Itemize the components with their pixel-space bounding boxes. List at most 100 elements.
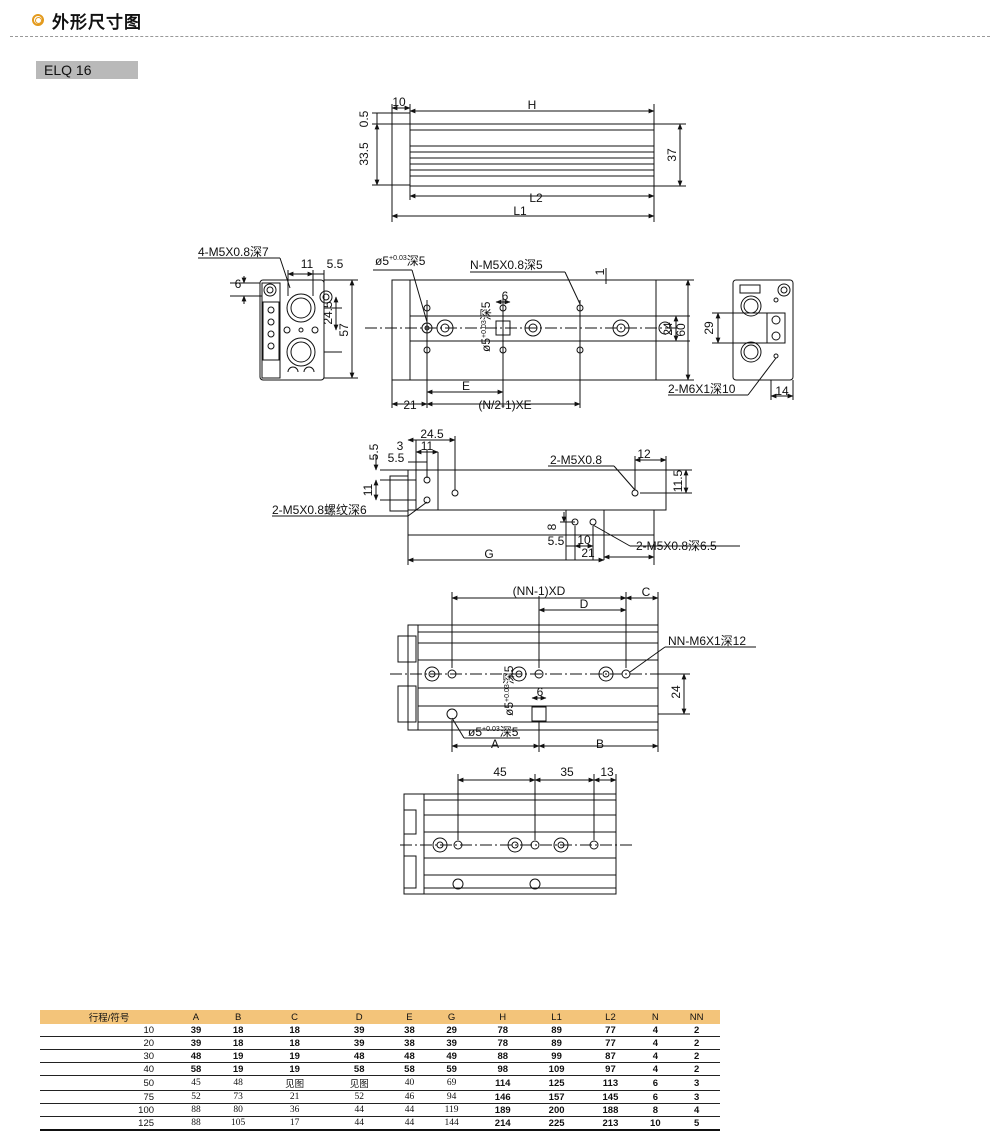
callout-label: 2-M5X0.8	[550, 453, 602, 467]
dotted-divider	[10, 36, 990, 37]
table-cell: 40	[40, 1062, 179, 1076]
table-cell: 4	[673, 1103, 720, 1117]
table-cell: 50	[40, 1075, 179, 1091]
dim-label: 10	[577, 533, 591, 547]
model-tag: ELQ 16	[36, 61, 138, 79]
table-cell: 146	[475, 1090, 530, 1104]
callout-label: ø5+0.03深5	[468, 725, 519, 739]
table-cell: 2	[673, 1036, 720, 1050]
table-header: L2	[583, 1010, 638, 1024]
table-cell: 144	[427, 1116, 476, 1131]
dim-label: 11	[361, 483, 375, 496]
table-cell: 6	[637, 1090, 674, 1104]
table-cell: 48	[213, 1075, 263, 1091]
dim-label: 33.5	[357, 142, 371, 166]
table-cell: 105	[213, 1116, 263, 1131]
table-cell: 39	[326, 1036, 392, 1050]
front-view	[365, 268, 694, 408]
table-header: H	[475, 1010, 530, 1024]
table-cell: 189	[475, 1103, 530, 1117]
table-cell: 48	[326, 1049, 392, 1063]
table-cell: 2	[673, 1062, 720, 1076]
dim-label: 24.5	[321, 301, 335, 325]
callout-label: NN-M6X1深12	[668, 634, 746, 648]
end-view-right	[668, 279, 794, 400]
circle-bullet-icon	[32, 14, 44, 26]
table-cell: 94	[427, 1090, 476, 1104]
table-cell: 52	[178, 1090, 214, 1104]
dim-label: 12	[637, 447, 651, 461]
dim-label: G	[484, 547, 493, 561]
table-cell: 39	[326, 1024, 392, 1037]
table-cell: 125	[40, 1116, 179, 1131]
callout-label: ø5+0.03深5	[375, 254, 426, 268]
table-cell: 19	[262, 1049, 327, 1063]
table-cell: 73	[213, 1090, 263, 1104]
table-cell: 59	[427, 1062, 476, 1076]
table-cell: 5	[673, 1116, 720, 1131]
dim-label: 6	[502, 289, 509, 303]
table-cell: 69	[427, 1075, 476, 1091]
table-cell: 2	[673, 1024, 720, 1037]
table-cell: 20	[40, 1036, 179, 1050]
dim-label: 11	[301, 257, 314, 271]
dim-label: 24.5	[420, 427, 444, 441]
table-cell: 88	[178, 1116, 214, 1131]
callout-label: ø5+0.03深5	[479, 301, 493, 352]
dim-label: 57	[337, 323, 351, 337]
dim-label: 8	[545, 523, 559, 530]
table-cell: 58	[326, 1062, 392, 1076]
table-cell: 77	[583, 1024, 638, 1037]
table-cell: 88	[475, 1049, 530, 1063]
table-cell: 44	[326, 1103, 392, 1117]
dim-label: 13	[600, 765, 614, 779]
table-cell: 29	[427, 1024, 476, 1037]
callout-label: 2-M5X0.8深6.5	[636, 539, 717, 553]
dim-label: 6	[235, 277, 242, 291]
dim-label: (NN-1)XD	[513, 584, 566, 598]
table-cell: 10	[637, 1116, 674, 1131]
dim-label: L1	[513, 204, 527, 218]
table-header: D	[326, 1010, 392, 1024]
table-cell: 98	[475, 1062, 530, 1076]
bottom-view	[390, 592, 756, 752]
table-header-row: 行程/符号 A B C D E G H L1 L2 N NN	[40, 1010, 720, 1024]
section-header: 外形尺寸图	[32, 6, 142, 34]
dim-label: B	[596, 737, 604, 751]
table-cell: 3	[673, 1075, 720, 1091]
table-cell: 58	[391, 1062, 428, 1076]
table-cell: 88	[178, 1103, 214, 1117]
table-cell: 114	[475, 1075, 530, 1091]
table-header: B	[213, 1010, 263, 1024]
table-cell: 6	[637, 1075, 674, 1091]
table-cell: 2	[673, 1049, 720, 1063]
table-cell: 4	[637, 1024, 674, 1037]
callout-label: 4-M5X0.8深7	[198, 245, 269, 259]
dim-label: H	[528, 98, 537, 112]
table-cell: 100	[40, 1103, 179, 1117]
table-cell: 48	[178, 1049, 214, 1063]
table-cell: 36	[262, 1103, 327, 1117]
table-cell: 19	[213, 1049, 263, 1063]
dim-label: 10	[392, 95, 406, 109]
dim-label: 0.5	[357, 110, 371, 127]
table-cell: 97	[583, 1062, 638, 1076]
table-cell: 58	[178, 1062, 214, 1076]
end-view-left	[198, 257, 358, 381]
table-header: C	[262, 1010, 327, 1024]
table-cell: 8	[637, 1103, 674, 1117]
dim-label: 11	[421, 439, 434, 453]
table-cell: 44	[391, 1116, 428, 1131]
top-view	[372, 104, 686, 222]
table-cell: 44	[391, 1103, 428, 1117]
table-cell: 89	[529, 1024, 584, 1037]
table-cell: 225	[529, 1116, 584, 1131]
table-cell: 89	[529, 1036, 584, 1050]
table-cell: 45	[178, 1075, 214, 1091]
table-cell: 125	[529, 1075, 584, 1091]
